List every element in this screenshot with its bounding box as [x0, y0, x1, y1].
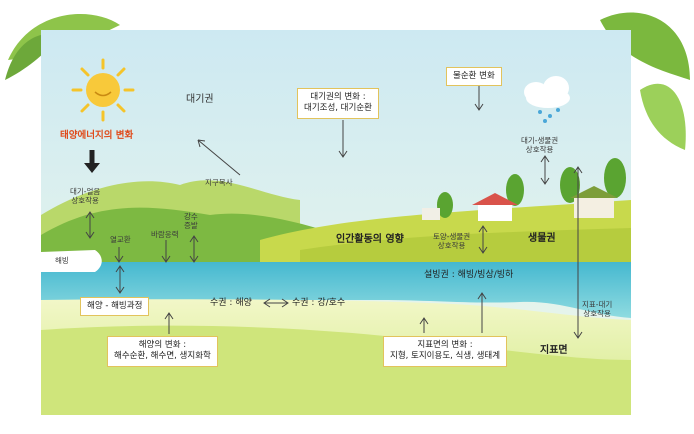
wind-stress-label: 바람응력	[151, 230, 179, 239]
atmosphere-change-box: 대기권의 변화 :대기조성, 대기순환	[297, 88, 379, 119]
sea-ice-shape	[41, 250, 102, 272]
hydrosphere-river-label: 수권 : 강/호수	[292, 298, 346, 308]
sea-ice-label: 해빙	[55, 256, 69, 265]
ocean-change-box: 해양의 변화 :해수순환, 해수면, 생지화학	[107, 336, 218, 367]
houses	[422, 186, 618, 221]
human-activity-label: 인간활동의 영향	[336, 234, 404, 245]
sun-icon	[71, 58, 135, 122]
surface-label: 지표면	[540, 345, 568, 356]
hydrosphere-ocean-label: 수권 : 해양	[210, 298, 252, 308]
surface-change-box: 지표면의 변화 :지형, 토지이용도, 식생, 생태계	[383, 336, 508, 367]
ocean	[41, 262, 631, 318]
solar-energy-title: 태양에너지의 변화	[60, 130, 134, 141]
rain-cloud-icon	[524, 76, 570, 123]
leaf-decoration-topright	[600, 12, 690, 150]
ocean-ice-process-box: 해양 - 해빙과정	[80, 297, 150, 317]
heat-exchange-label: 열교환	[110, 235, 131, 244]
water-cycle-box: 물순환 변화	[446, 67, 502, 87]
cryosphere-label: 설빙권 : 해빙/빙상/빙하	[424, 270, 514, 280]
interaction-arrows	[84, 82, 583, 339]
earth-radiation-label: 지구복사	[205, 178, 233, 187]
atmosphere-label: 대기권	[186, 94, 214, 105]
biosphere-label: 생물권	[528, 233, 556, 244]
